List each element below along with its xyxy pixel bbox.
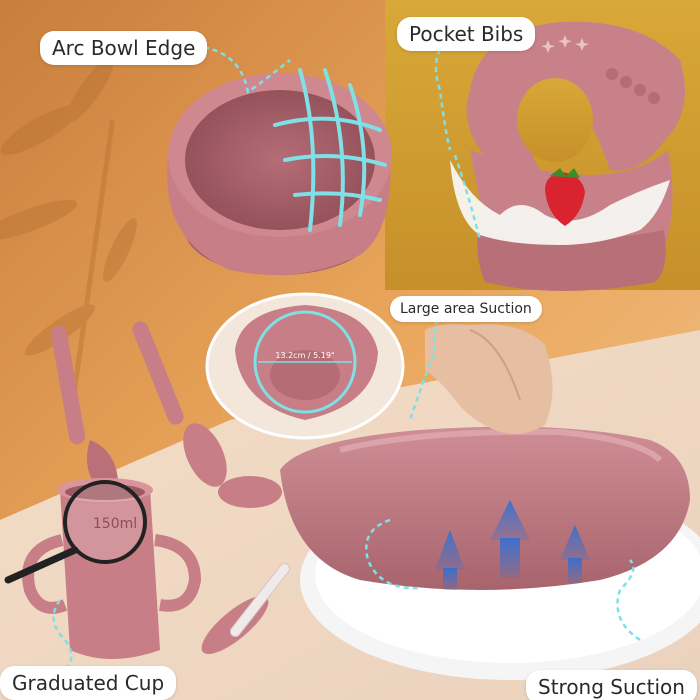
suction-bowl — [167, 68, 392, 275]
suction-plate-inset: 13.2cm / 5.19" — [205, 292, 405, 440]
spoon-and-fork — [50, 321, 227, 489]
suction-plate — [218, 324, 700, 680]
plate-measurement: 13.2cm / 5.19" — [275, 351, 334, 360]
strawberry — [545, 168, 585, 226]
arc-bowl-edge-label: Arc Bowl Edge — [40, 31, 208, 65]
suction-arrows — [435, 500, 590, 590]
pocket-bib — [450, 21, 685, 291]
large-area-suction-label: Large area Suction — [390, 296, 542, 322]
strong-suction-label: Strong Suction — [526, 670, 697, 700]
hand — [425, 324, 553, 434]
bib-stars — [541, 35, 589, 53]
milk-splash — [450, 160, 670, 245]
arc-edge-lines — [273, 68, 387, 232]
graduated-cup-label: Graduated Cup — [0, 666, 177, 700]
graduated-cup: 150ml — [4, 478, 291, 659]
cup-capacity-marking: 150ml — [93, 516, 137, 532]
pocket-bibs-label: Pocket Bibs — [397, 17, 536, 51]
bib-dots — [606, 68, 660, 104]
callout-connectors — [52, 41, 641, 674]
